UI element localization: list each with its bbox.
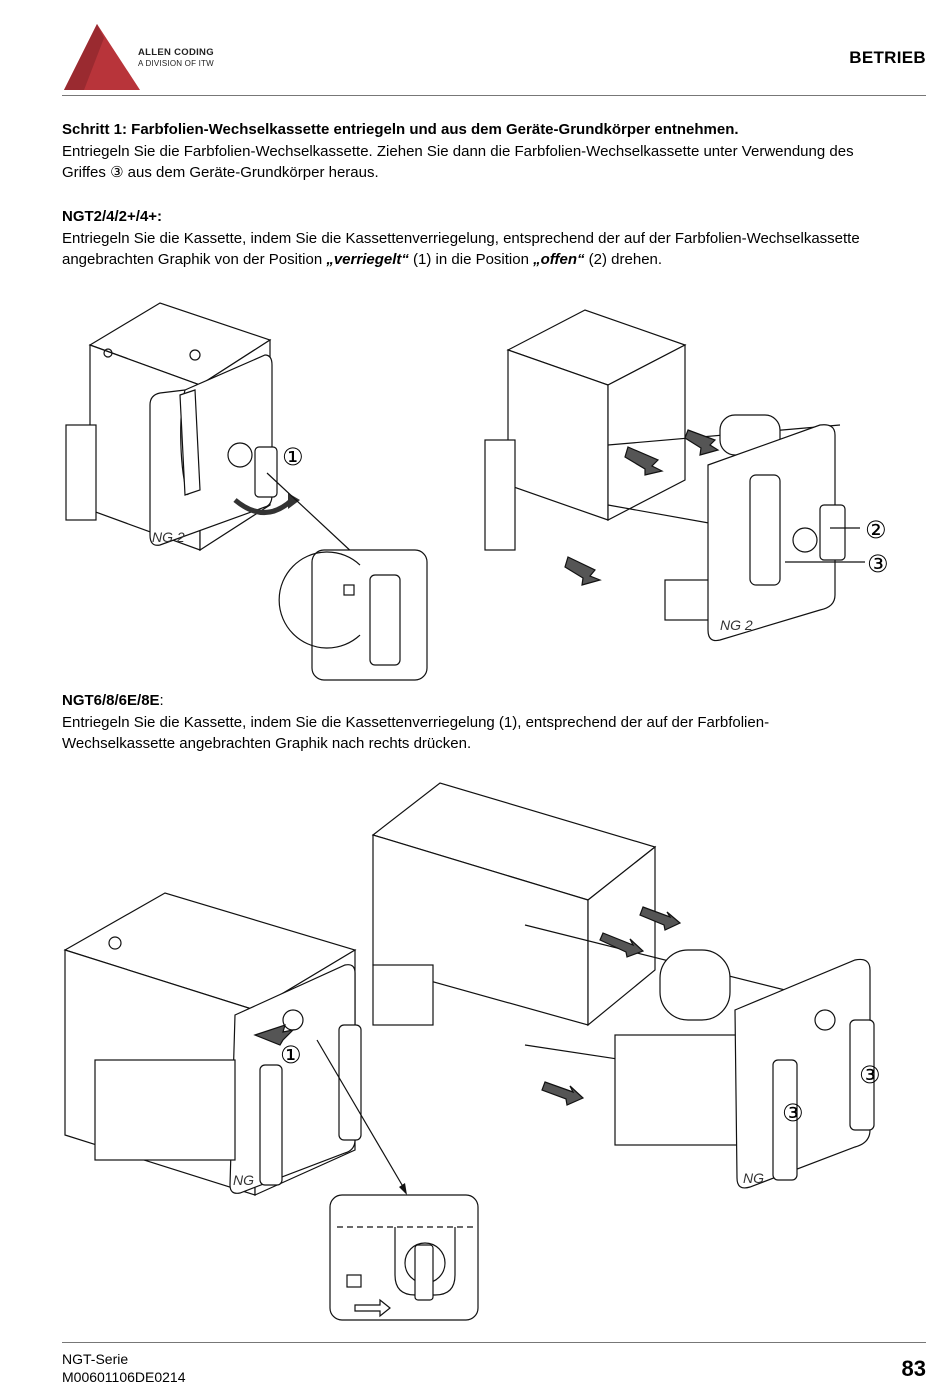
ngt24-line1: Entriegeln Sie die Kassette, indem Sie d… xyxy=(62,229,860,247)
brand-name: ALLEN CODING xyxy=(138,47,214,58)
left-device-ngt6: NG xyxy=(63,892,407,1196)
ngt68-colon: : xyxy=(159,692,164,709)
step1-block: Schritt 1: Farbfolien-Wechselkassette en… xyxy=(62,119,932,184)
ngt24-line2-c: (1) in die Position xyxy=(408,251,534,268)
ngt24-line2: angebrachten Graphik von der Position „v… xyxy=(62,249,932,271)
ngt24-heading: NGT2/4/2+/4+: xyxy=(62,208,163,225)
page-header: ALLEN CODING A DIVISION OF ITW BETRIEB xyxy=(0,0,950,96)
ngt24-locked-term: „verriegelt“ xyxy=(326,251,409,268)
brand-division: A DIVISION OF ITW xyxy=(138,59,214,68)
callout-2-fig1: ② xyxy=(865,516,887,544)
callout-1-fig1: ① xyxy=(282,443,304,471)
right-device-ngt2-open: NG 2 xyxy=(484,309,865,642)
ngt68-heading-line: NGT6/8/6E/8E: xyxy=(62,690,932,712)
ngt24-line2-e: (2) drehen. xyxy=(584,251,663,268)
ngt68-block: NGT6/8/6E/8E: Entriegeln Sie die Kassett… xyxy=(62,690,932,755)
figure-ngt68-illustration: NG ① NG ③ ③ xyxy=(63,782,881,1321)
header-rule xyxy=(62,95,926,96)
step1-line2: Griffes ③ aus dem Geräte-Grundkörper her… xyxy=(62,164,379,181)
ngt24-open-term: „offen“ xyxy=(533,251,585,268)
zoom-detail-lock xyxy=(278,549,428,681)
logo-text: ALLEN CODING A DIVISION OF ITW xyxy=(138,47,214,69)
step1-heading: Schritt 1: Farbfolien-Wechselkassette en… xyxy=(62,121,739,138)
ngt68-line2: Wechselkassette angebrachten Graphik nac… xyxy=(62,735,472,752)
section-title: BETRIEB xyxy=(849,48,926,67)
callout-1-fig2: ① xyxy=(280,1041,302,1069)
zoom-detail-slide-lock xyxy=(329,1194,479,1321)
left-device-label: NG 2 xyxy=(152,529,185,545)
step1-line1: Entriegeln Sie die Farbfolien-Wechselkas… xyxy=(62,142,854,160)
ngt68-heading: NGT6/8/6E/8E xyxy=(62,692,160,709)
ngt68-line1: Entriegeln Sie die Kassette, indem Sie d… xyxy=(62,713,770,731)
right-device-label: NG 2 xyxy=(720,617,753,633)
callout-3-fig1: ③ xyxy=(867,550,889,578)
page-number: 83 xyxy=(901,1356,926,1381)
ngt24-block: NGT2/4/2+/4+: Entriegeln Sie die Kassett… xyxy=(62,206,932,271)
footer-series: NGT-Serie xyxy=(62,1351,129,1367)
footer-doc-number: M00601106DE0214 xyxy=(62,1369,186,1385)
footer-left: NGT-Serie M00601106DE0214 xyxy=(62,1350,186,1386)
figure-ngt24-illustration: NG 2 ① NG 2 ② ③ xyxy=(65,302,889,681)
callout-3a-fig2: ③ xyxy=(859,1061,881,1089)
right-device-label-fig2: NG xyxy=(743,1170,764,1186)
callout-3b-fig2: ③ xyxy=(782,1099,804,1127)
allen-coding-logo-icon xyxy=(64,24,140,90)
ngt24-line2-a: angebrachten Graphik von der Position xyxy=(62,251,327,268)
left-device-ngt2: NG 2 xyxy=(65,302,358,561)
footer-rule xyxy=(62,1342,926,1343)
right-device-ngt6-open: NG xyxy=(371,782,875,1189)
left-device-label-fig2: NG xyxy=(233,1172,254,1188)
